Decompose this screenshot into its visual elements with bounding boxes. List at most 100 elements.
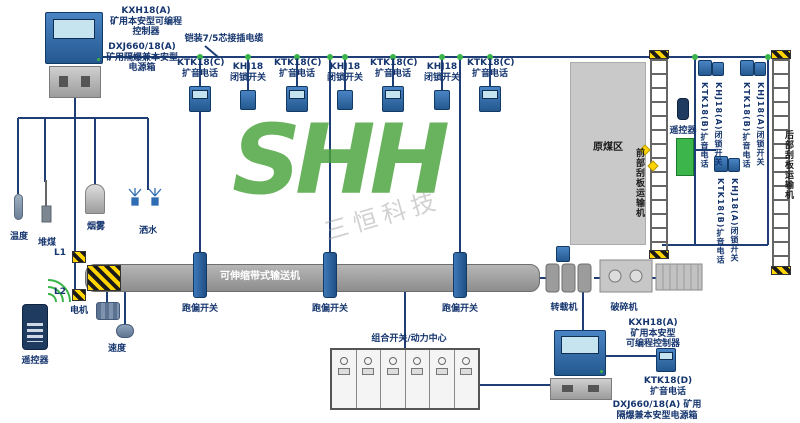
controller-label: KXH18(A) 矿用本安型可编程 控制器 bbox=[109, 6, 182, 38]
power-led-icon bbox=[600, 370, 603, 373]
l1-label: L1 bbox=[54, 248, 66, 258]
terminal-slot bbox=[588, 385, 599, 393]
controller-label: KXH18(A) 矿用本安型 可编程控制器 bbox=[625, 318, 680, 350]
phone-screen bbox=[659, 351, 673, 361]
transfer-sensor[interactable] bbox=[556, 246, 570, 262]
hazard-stripe bbox=[771, 50, 791, 59]
cabinet-section bbox=[357, 350, 381, 408]
power-box-label: DXJ660/18(A) 矿用隔爆兼本安型 电源箱 bbox=[105, 42, 178, 74]
raw-coal-area bbox=[570, 62, 646, 245]
crusher-label: 破碎机 bbox=[610, 303, 638, 313]
interlock-switch[interactable] bbox=[728, 158, 740, 172]
transfer-label: 转载机 bbox=[550, 303, 578, 313]
cabinet-section bbox=[332, 350, 357, 408]
water-spray-icon bbox=[128, 188, 162, 206]
terminal-slot bbox=[81, 76, 90, 87]
right-device-label: KHJ18(A)闭锁开关 bbox=[730, 178, 739, 263]
plc-controller[interactable] bbox=[554, 330, 606, 376]
phone-screen bbox=[385, 89, 401, 100]
controller-screen bbox=[561, 336, 599, 354]
cabinet-label: 组合开关/动力中心 bbox=[371, 334, 447, 344]
hazard-stripe bbox=[649, 250, 669, 259]
belt-deviation-sensor[interactable] bbox=[323, 252, 337, 298]
right-device-label: KTK18(B)扩音电话 bbox=[716, 178, 725, 265]
power-supply-box[interactable] bbox=[550, 378, 612, 400]
right-remote-label: 遥控器 bbox=[669, 126, 697, 136]
front-scraper-conveyor bbox=[650, 58, 668, 252]
loudspeaker-phone[interactable] bbox=[656, 348, 676, 372]
l2-label: L2 bbox=[54, 287, 66, 297]
top-device-label: KHJ18 闭锁开关 bbox=[229, 62, 266, 83]
terminal-slot bbox=[561, 385, 573, 393]
loudspeaker-phone[interactable] bbox=[698, 60, 712, 76]
cabinet-section bbox=[430, 350, 455, 408]
hazard-stripe bbox=[72, 251, 86, 263]
cabinet-section bbox=[455, 350, 479, 408]
front-conveyor-label: 前部刮板运输机 bbox=[634, 148, 644, 218]
shearer-marker bbox=[676, 138, 694, 176]
belt-hazard-stripe bbox=[87, 265, 121, 291]
plc-controller[interactable] bbox=[45, 12, 103, 64]
loudspeaker-phone[interactable] bbox=[189, 86, 211, 112]
coal-pile-label: 堆煤 bbox=[37, 238, 56, 248]
smoke-sensor-icon[interactable] bbox=[85, 184, 105, 214]
loudspeaker-phone[interactable] bbox=[286, 86, 308, 112]
loudspeaker-phone[interactable] bbox=[479, 86, 501, 112]
terminal-slot bbox=[59, 76, 68, 87]
interlock-switch[interactable] bbox=[434, 90, 450, 110]
remote-control[interactable] bbox=[22, 304, 48, 350]
crusher-machine bbox=[599, 259, 653, 293]
right-device-label: KHJ18(A)闭锁开关 bbox=[756, 82, 765, 167]
cabinet-section bbox=[406, 350, 430, 408]
speed-label: 速度 bbox=[107, 344, 126, 354]
power-center-cabinet[interactable] bbox=[330, 348, 480, 410]
hazard-stripe bbox=[649, 50, 669, 59]
top-device-label: KTK18(C) 扩音电话 bbox=[370, 58, 418, 79]
remote-control[interactable] bbox=[677, 98, 689, 120]
loudspeaker-phone[interactable] bbox=[740, 60, 754, 76]
belt-label: 可伸缩带式输送机 bbox=[220, 271, 300, 282]
belt-deviation-sensor[interactable] bbox=[453, 252, 467, 298]
speed-sensor-icon[interactable] bbox=[116, 324, 134, 338]
controller-screen bbox=[52, 19, 96, 39]
loudspeaker-phone[interactable] bbox=[714, 156, 728, 172]
power-supply-box[interactable] bbox=[49, 66, 101, 98]
phone-screen bbox=[289, 89, 305, 100]
spray-label: 洒水 bbox=[138, 226, 157, 236]
phone-screen bbox=[482, 89, 498, 100]
motor-icon[interactable] bbox=[96, 302, 120, 320]
loudspeaker-phone[interactable] bbox=[382, 86, 404, 112]
belt-deviation-sensor[interactable] bbox=[193, 252, 207, 298]
wifi-arcs-icon bbox=[47, 279, 71, 303]
top-device-label: KTK18(C) 扩音电话 bbox=[274, 58, 322, 79]
coal-area-label: 原煤区 bbox=[593, 142, 623, 153]
top-device-label: KTK18(C) 扩音电话 bbox=[467, 58, 515, 79]
remote-label: 遥控器 bbox=[21, 356, 49, 366]
right-device-label: KTK18(B)扩音电话 bbox=[742, 82, 751, 169]
temperature-label: 温度 bbox=[9, 232, 28, 242]
interlock-switch[interactable] bbox=[712, 62, 724, 76]
hazard-stripe bbox=[72, 289, 86, 301]
cable-label: 铠装7/5芯接插电缆 bbox=[184, 34, 264, 44]
interlock-switch[interactable] bbox=[754, 62, 766, 76]
phone-screen bbox=[192, 89, 208, 100]
deviation-switch-label: 跑偏开关 bbox=[181, 304, 218, 314]
transfer-machine bbox=[545, 263, 592, 293]
rear-scraper-conveyor bbox=[772, 58, 790, 268]
interlock-switch[interactable] bbox=[240, 90, 256, 110]
right-device-label: KHJ18(A)闭锁开关 bbox=[714, 82, 723, 167]
top-device-label: KHJ18 闭锁开关 bbox=[423, 62, 460, 83]
deviation-switch-label: 跑偏开关 bbox=[311, 304, 348, 314]
motor-label: 电机 bbox=[69, 306, 88, 316]
conveyor-link bbox=[655, 263, 703, 291]
coal-pile-sensor-icon bbox=[41, 180, 52, 223]
cabinet-section bbox=[381, 350, 406, 408]
power-led-icon bbox=[97, 58, 100, 61]
interlock-switch[interactable] bbox=[337, 90, 353, 110]
power-box-label: DXJ660/18(A) 矿用 隔爆兼本安型电源箱 bbox=[612, 400, 702, 421]
hazard-stripe bbox=[771, 266, 791, 275]
remote-keys bbox=[26, 322, 44, 343]
rear-conveyor-label: 后部刮板运输机 bbox=[783, 130, 793, 200]
temperature-sensor-icon[interactable] bbox=[14, 194, 23, 220]
